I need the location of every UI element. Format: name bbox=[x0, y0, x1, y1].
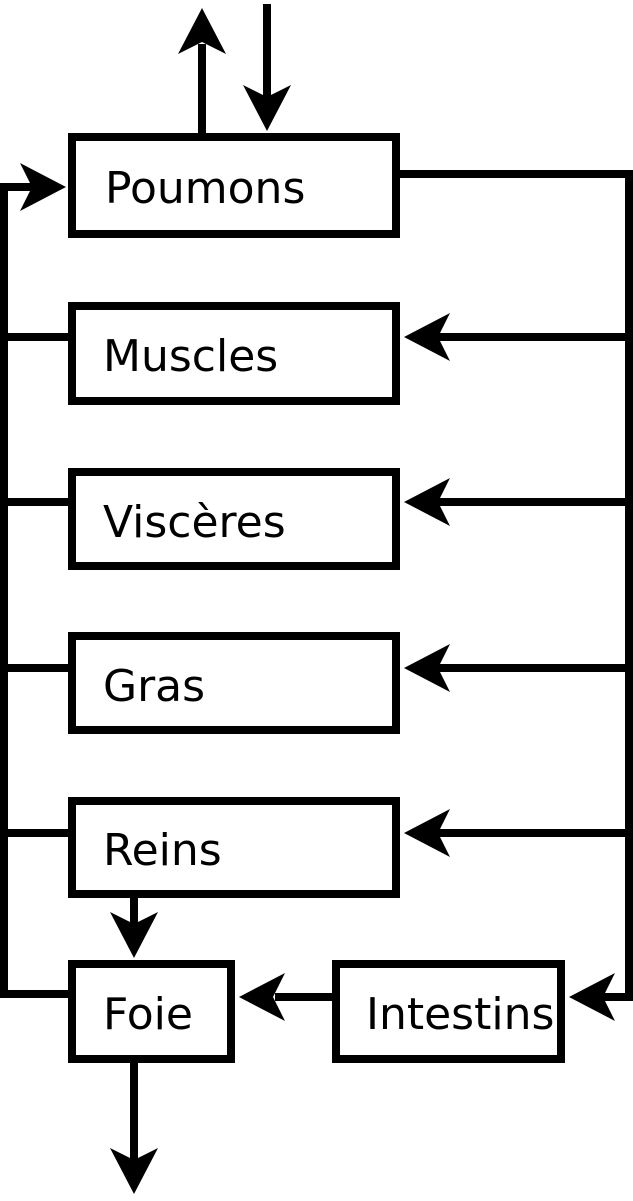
edge-trunk-to-visceres bbox=[404, 478, 629, 526]
node-muscles: Muscles bbox=[68, 302, 400, 405]
arrow-left-icon bbox=[404, 809, 450, 857]
node-intestins: Intestins bbox=[332, 960, 565, 1063]
node-foie: Foie bbox=[68, 960, 235, 1063]
arrow-right-icon bbox=[20, 163, 66, 211]
edge-line bbox=[0, 183, 76, 998]
edge-trunk-to-gras bbox=[404, 644, 629, 692]
edge-poumons-exhalation bbox=[178, 8, 226, 133]
node-muscles-label: Muscles bbox=[103, 331, 278, 382]
node-foie-box bbox=[68, 960, 235, 1063]
edge-left-venous-trunk bbox=[0, 163, 76, 998]
node-visceres-box bbox=[68, 468, 400, 570]
edge-intestins-to-foie bbox=[239, 973, 338, 1021]
node-poumons: Poumons bbox=[68, 133, 400, 238]
node-reins-box bbox=[68, 797, 400, 898]
node-intestins-label: Intestins bbox=[366, 989, 554, 1040]
node-gras: Gras bbox=[68, 632, 400, 734]
node-intestins-box bbox=[332, 960, 565, 1063]
arrow-left-icon bbox=[404, 478, 450, 526]
node-visceres: Viscères bbox=[68, 468, 400, 570]
node-reins-label: Reins bbox=[103, 825, 222, 876]
edge-right-arterial-trunk bbox=[396, 170, 633, 1021]
arrow-up-icon bbox=[178, 8, 226, 54]
edge-trunk-to-muscles bbox=[404, 313, 629, 361]
arrow-left-icon bbox=[404, 313, 450, 361]
edge-foie-elimination bbox=[110, 1059, 158, 1194]
edge-line bbox=[396, 170, 633, 1001]
node-visceres-label: Viscères bbox=[103, 497, 286, 548]
node-poumons-label: Poumons bbox=[105, 163, 305, 214]
edge-inhalation-poumons bbox=[243, 4, 291, 131]
arrow-left-icon bbox=[569, 973, 615, 1021]
arrow-down-icon bbox=[110, 1148, 158, 1194]
edge-trunk-to-reins bbox=[404, 809, 629, 857]
node-muscles-box bbox=[68, 302, 400, 405]
node-gras-label: Gras bbox=[103, 661, 205, 712]
node-gras-box bbox=[68, 632, 400, 734]
node-poumons-box bbox=[68, 133, 400, 238]
node-reins: Reins bbox=[68, 797, 400, 898]
edge-reins-to-foie bbox=[110, 894, 158, 958]
arrow-left-icon bbox=[404, 644, 450, 692]
arrow-down-icon bbox=[243, 85, 291, 131]
arrow-left-icon bbox=[239, 973, 285, 1021]
arrow-down-icon bbox=[110, 912, 158, 958]
node-foie-label: Foie bbox=[103, 989, 193, 1040]
